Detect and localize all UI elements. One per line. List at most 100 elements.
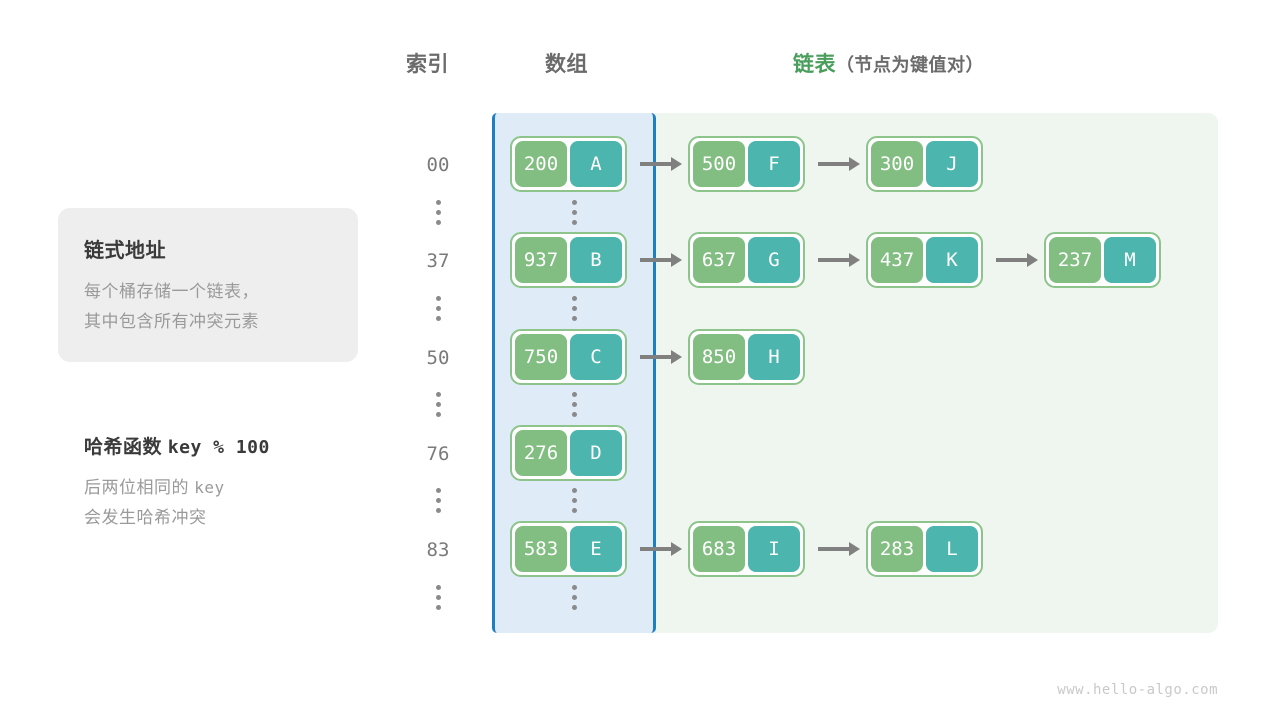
node-key: 937 (515, 237, 567, 283)
hash-note-line-1: 后两位相同的 key (84, 473, 404, 503)
ellipsis-dot (571, 296, 577, 301)
array-ellipsis (567, 296, 581, 321)
node-key: 237 (1049, 237, 1101, 283)
ellipsis-dot (435, 296, 441, 301)
next-pointer-arrow (640, 157, 682, 171)
next-pointer-arrow (996, 253, 1038, 267)
info-card-line-2: 其中包含所有冲突元素 (84, 312, 259, 331)
arrow-shaft (640, 258, 671, 262)
arrow-head (849, 253, 860, 267)
ellipsis-dot (571, 605, 577, 610)
ellipsis-dot (435, 220, 441, 225)
node-value: B (570, 237, 622, 283)
hash-function-title-label: 哈希函数 (84, 437, 163, 458)
node-value: F (748, 141, 800, 187)
ellipsis-dot (435, 605, 441, 610)
info-card-title: 链式地址 (84, 240, 166, 262)
bucket-index-label: 83 (426, 539, 450, 561)
node-key: 850 (693, 334, 745, 380)
node-value: G (748, 237, 800, 283)
hash-function-expression: key % 100 (167, 437, 270, 458)
node-key: 300 (871, 141, 923, 187)
node-value: C (570, 334, 622, 380)
arrow-shaft (996, 258, 1027, 262)
ellipsis-dot (571, 316, 577, 321)
node-key: 500 (693, 141, 745, 187)
arrow-head (671, 542, 682, 556)
footer-watermark: www.hello-algo.com (1057, 682, 1218, 698)
ellipsis-dot (435, 316, 441, 321)
ellipsis-dot (435, 306, 441, 311)
next-pointer-arrow (640, 542, 682, 556)
next-pointer-arrow (818, 157, 860, 171)
arrow-head (671, 253, 682, 267)
bucket-index-label: 50 (426, 347, 450, 369)
ellipsis-dot (435, 585, 441, 590)
ellipsis-dot (571, 220, 577, 225)
node-key: 283 (871, 526, 923, 572)
index-ellipsis (431, 200, 445, 225)
ellipsis-dot (571, 402, 577, 407)
node-value: I (748, 526, 800, 572)
index-ellipsis (431, 392, 445, 417)
column-headers: 索引 数组 链表（节点为键值对） (0, 48, 1280, 84)
node-value: E (570, 526, 622, 572)
header-index: 索引 (406, 53, 449, 76)
ellipsis-dot (571, 508, 577, 513)
node-value: J (926, 141, 978, 187)
ellipsis-dot (435, 488, 441, 493)
ellipsis-dot (571, 392, 577, 397)
arrow-shaft (818, 258, 849, 262)
node-key: 583 (515, 526, 567, 572)
hash-note-line-1-code: key (194, 478, 225, 497)
array-ellipsis (567, 200, 581, 225)
arrow-head (1027, 253, 1038, 267)
node-value: K (926, 237, 978, 283)
next-pointer-arrow (818, 542, 860, 556)
node-key: 276 (515, 430, 567, 476)
ellipsis-dot (435, 402, 441, 407)
ellipsis-dot (571, 595, 577, 600)
node-key: 637 (693, 237, 745, 283)
arrow-head (671, 350, 682, 364)
ellipsis-dot (571, 488, 577, 493)
node-value: H (748, 334, 800, 380)
node-value: A (570, 141, 622, 187)
node-key: 200 (515, 141, 567, 187)
node-value: L (926, 526, 978, 572)
next-pointer-arrow (640, 253, 682, 267)
ellipsis-dot (435, 508, 441, 513)
node-value: M (1104, 237, 1156, 283)
ellipsis-dot (571, 412, 577, 417)
node-key: 437 (871, 237, 923, 283)
ellipsis-dot (571, 200, 577, 205)
arrow-shaft (640, 162, 671, 166)
index-ellipsis (431, 585, 445, 610)
bucket-index-label: 76 (426, 443, 450, 465)
ellipsis-dot (435, 595, 441, 600)
node-key: 750 (515, 334, 567, 380)
arrow-shaft (640, 547, 671, 551)
arrow-shaft (818, 162, 849, 166)
header-linked-list-main: 链表 (793, 53, 836, 76)
ellipsis-dot (435, 210, 441, 215)
ellipsis-dot (435, 412, 441, 417)
index-ellipsis (431, 488, 445, 513)
hash-function-note: 哈希函数 key % 100 后两位相同的 key 会发生哈希冲突 (84, 432, 404, 533)
ellipsis-dot (571, 210, 577, 215)
hash-note-line-2: 会发生哈希冲突 (84, 508, 207, 527)
info-card-chaining: 链式地址 每个桶存储一个链表， 其中包含所有冲突元素 (58, 208, 358, 362)
